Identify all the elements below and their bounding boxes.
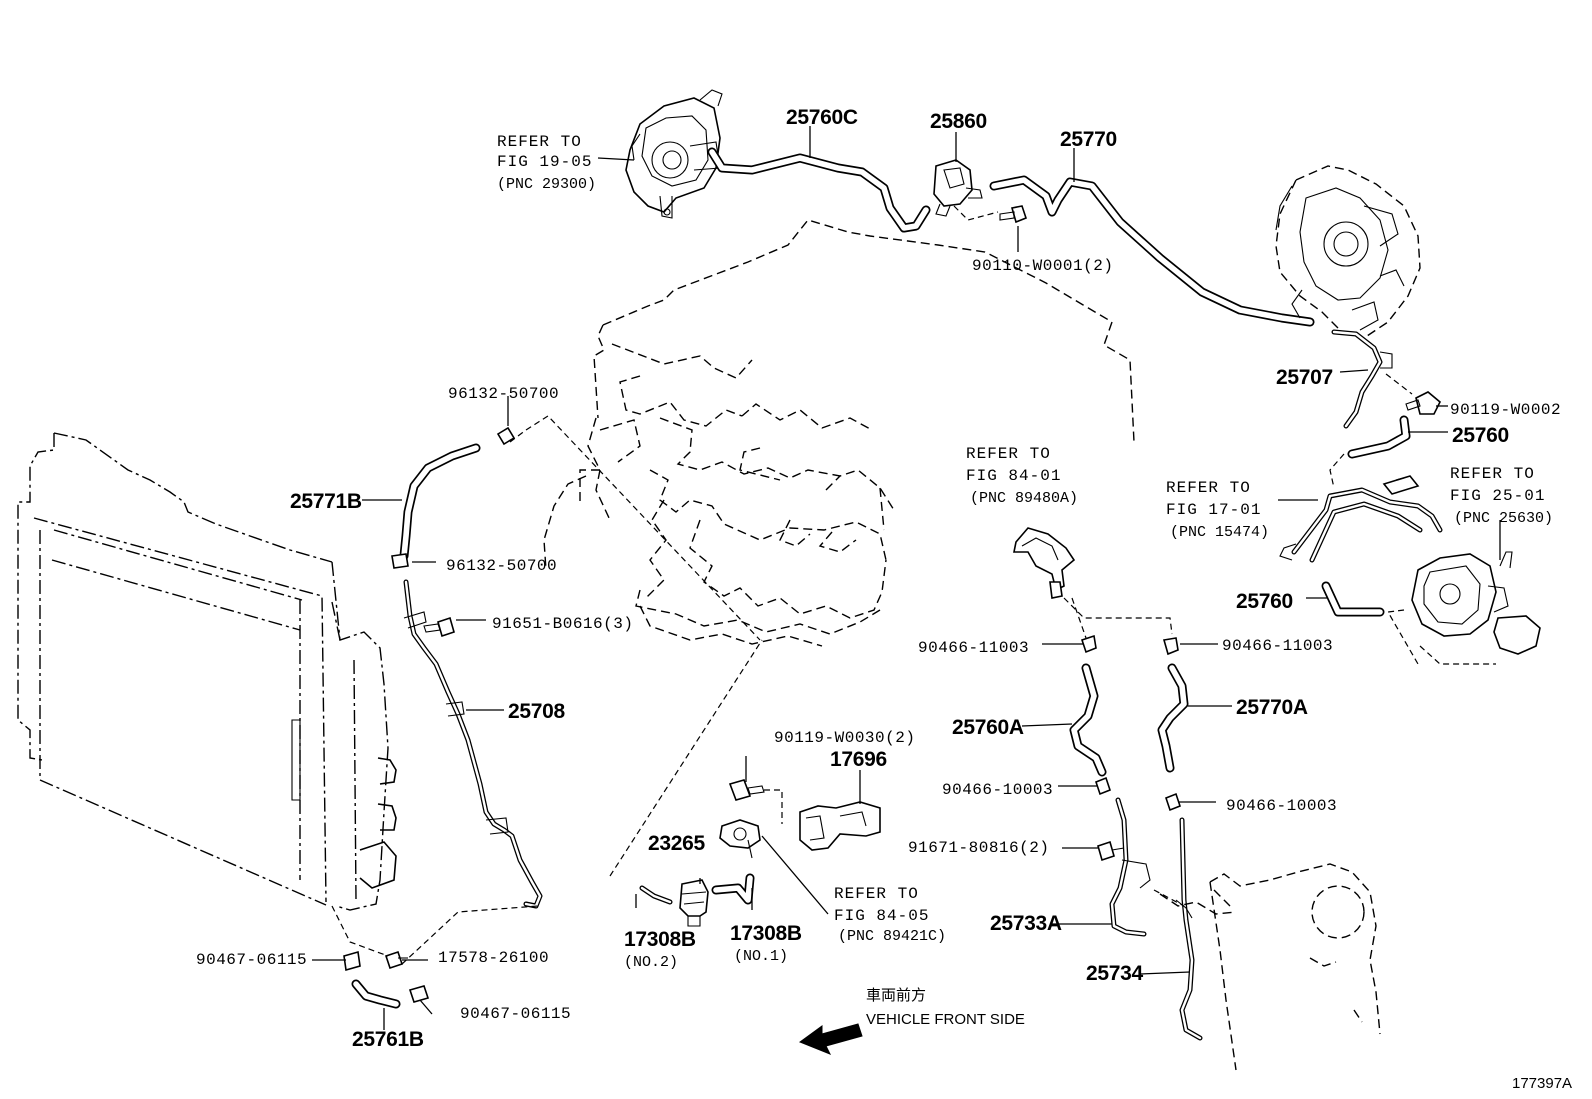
- label-25707: 25707: [1276, 366, 1333, 389]
- ref-fig-84-01-line2: FIG 84-01: [966, 467, 1061, 485]
- label-25770a: 25770A: [1236, 696, 1308, 719]
- label-90467-right: 90467-06115: [460, 1005, 571, 1023]
- sensor-bracket: [1013, 527, 1173, 639]
- clip-90466-10003-right: [1165, 792, 1181, 812]
- hose-25760-top: [1347, 415, 1411, 459]
- ref-fig-84-05-line1: REFER TO: [834, 885, 919, 903]
- clip-90466-10003-left: [1095, 776, 1111, 796]
- label-25770: 25770: [1060, 128, 1117, 151]
- hose-25760c: [707, 147, 931, 233]
- vsv-25860: [933, 159, 999, 221]
- hose-17308b-no1: [711, 873, 755, 905]
- label-17308b-no2-note: (NO.2): [624, 954, 678, 971]
- modulator-23265: [679, 879, 709, 927]
- ref-fig-17-01-line2: FIG 17-01: [1166, 501, 1261, 519]
- clamp-90467-left: [343, 950, 361, 972]
- label-96132-bottom: 96132-50700: [446, 557, 557, 575]
- label-90466-11003-left: 90466-11003: [918, 639, 1029, 657]
- pipe-25734: [1175, 817, 1203, 1041]
- pipe-25733a: [1109, 797, 1151, 937]
- label-90466-10003-right: 90466-10003: [1226, 797, 1337, 815]
- clamp-90467-right: [408, 985, 430, 1003]
- vacuum-pipe-assembly: [1279, 453, 1443, 563]
- label-90119-w0002: 90119-W0002: [1450, 401, 1561, 419]
- label-25771b: 25771B: [290, 490, 362, 513]
- label-17696: 17696: [830, 748, 887, 771]
- label-25708: 25708: [508, 700, 566, 723]
- bolt-90119-w0002: [1405, 391, 1441, 415]
- label-90467-left: 90467-06115: [196, 951, 307, 969]
- vehicle-front-arrow: [798, 1023, 863, 1055]
- radiator-outline: [17, 432, 397, 911]
- hose-25770a: [1157, 663, 1189, 773]
- diagram-id: 177397A: [1512, 1075, 1572, 1092]
- label-25760-top: 25760: [1452, 424, 1509, 447]
- actuator: [1387, 551, 1541, 665]
- transmission-outline: [1153, 863, 1381, 1071]
- clamp-96132-top: [496, 415, 761, 641]
- labels: REFER TO FIG 19-05 (PNC 29300) 25760C 25…: [196, 106, 1572, 1092]
- label-23265: 23265: [648, 832, 706, 855]
- ref-fig-84-05-line2: FIG 84-05: [834, 907, 929, 925]
- ref-fig-17-01-line1: REFER TO: [1166, 479, 1251, 497]
- bolt-90110: [999, 205, 1027, 224]
- label-25860: 25860: [930, 110, 987, 133]
- ref-fig-25-01-line2: FIG 25-01: [1450, 487, 1545, 505]
- bracket-25707: [1331, 329, 1413, 429]
- label-25761b: 25761B: [352, 1028, 424, 1051]
- bolt-90119-w0030: [728, 779, 783, 824]
- hose-25761b: [351, 979, 401, 1009]
- label-90466-10003-left: 90466-10003: [942, 781, 1053, 799]
- hose-25770: [989, 175, 1315, 327]
- label-25760c: 25760C: [786, 106, 858, 129]
- label-17578-26100: 17578-26100: [438, 949, 549, 967]
- engine-outline: [543, 219, 1135, 647]
- turbocharger: [1275, 165, 1421, 339]
- label-25760a: 25760A: [952, 716, 1024, 739]
- label-90466-11003-right: 90466-11003: [1222, 637, 1333, 655]
- bolt-91651: [423, 616, 455, 638]
- hose-17308b-no2: [609, 639, 763, 905]
- ref-fig-25-01-line3: (PNC 25630): [1454, 510, 1553, 527]
- label-96132-top: 96132-50700: [448, 385, 559, 403]
- ref-fig-84-01-line3: (PNC 89480A): [970, 490, 1078, 507]
- bolt-91671: [1097, 840, 1125, 862]
- label-25733a: 25733A: [990, 912, 1062, 935]
- label-91651-b0616: 91651-B0616(3): [492, 615, 633, 633]
- clamp-96132-bottom: [391, 553, 409, 569]
- ref-fig-25-01-line1: REFER TO: [1450, 465, 1535, 483]
- label-91671-80816: 91671-80816(2): [908, 839, 1049, 857]
- label-25734: 25734: [1086, 962, 1144, 985]
- clip-90466-11003-right: [1162, 637, 1179, 656]
- ref-fig-17-01-line3: (PNC 15474): [1170, 524, 1269, 541]
- clip-90466-11003-left: [1080, 634, 1097, 654]
- label-17308b-no1-note: (NO.1): [734, 948, 788, 965]
- hose-25760-mid: [1321, 581, 1385, 617]
- label-17308b-no2: 17308B: [624, 928, 696, 951]
- label-90119-w0030: 90119-W0030(2): [774, 729, 915, 747]
- vehicle-front-japanese: 車両前方: [866, 987, 926, 1004]
- hose-25760a: [1069, 663, 1107, 777]
- leader-lines: [312, 126, 1501, 1030]
- label-25760-mid: 25760: [1236, 590, 1293, 613]
- label-90110-w0001: 90110-W0001(2): [972, 257, 1113, 275]
- ref-fig-84-01-line1: REFER TO: [966, 445, 1051, 463]
- vacuum-pump: [625, 89, 723, 219]
- vehicle-front-english: VEHICLE FRONT SIDE: [866, 1011, 1025, 1028]
- ref-fig-19-05-line3: (PNC 29300): [497, 176, 596, 193]
- label-17308b-no1: 17308B: [730, 922, 802, 945]
- bracket-17696: [799, 801, 881, 851]
- pipe-25708: [403, 579, 543, 909]
- hose-25771b: [399, 443, 481, 561]
- ref-fig-19-05-line1: REFER TO: [497, 133, 582, 151]
- valve-17578: [331, 905, 539, 970]
- ref-fig-84-05-line3: (PNC 89421C): [838, 928, 946, 945]
- ref-fig-19-05-line2: FIG 19-05: [497, 153, 592, 171]
- sensor-89421c: [719, 819, 761, 859]
